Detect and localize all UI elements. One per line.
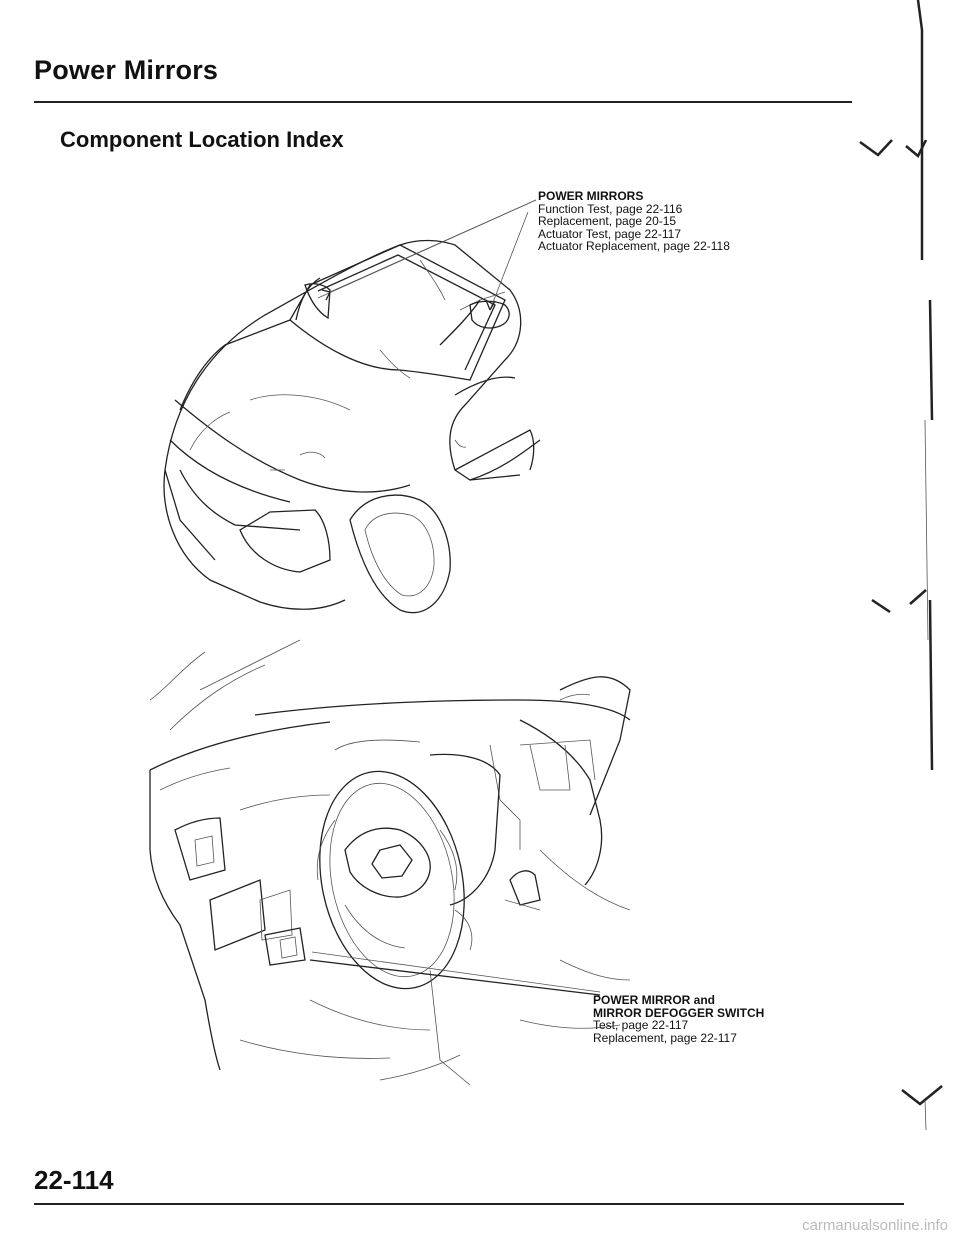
- footer-divider: [34, 1203, 904, 1205]
- callout-mirror-switch-ref: Replacement, page 22-117: [593, 1030, 737, 1045]
- dashboard-interior-illustration: [149, 639, 631, 1086]
- callout-power-mirrors-ref: Function Test, page 22-116: [538, 201, 683, 216]
- title-divider: [34, 101, 852, 103]
- page-title: Power Mirrors: [34, 55, 219, 85]
- callout-mirror-switch-ref: Test, page 22-117: [593, 1018, 689, 1032]
- page-number: 22-114: [34, 1165, 114, 1195]
- callout-power-mirrors-ref: Replacement, page 20-15: [538, 214, 677, 228]
- callout-mirror-switch-heading: POWER MIRROR and: [593, 993, 715, 1007]
- callout-power-mirrors-heading: POWER MIRRORS: [538, 189, 644, 203]
- section-title: Component Location Index: [60, 127, 344, 152]
- car-exterior-illustration: [163, 199, 541, 614]
- binding-marks: [859, 0, 943, 1131]
- callout-power-mirrors-ref: Actuator Test, page 22-117: [538, 226, 681, 241]
- callout-mirror-switch: POWER MIRROR and MIRROR DEFOGGER SWITCH …: [593, 994, 764, 1044]
- callout-power-mirrors-ref: Actuator Replacement, page 22-118: [538, 239, 730, 253]
- watermark: carmanualsonline.info: [802, 1217, 948, 1234]
- callout-power-mirrors: POWER MIRRORS Function Test, page 22-116…: [538, 190, 730, 253]
- callout-mirror-switch-heading: MIRROR DEFOGGER SWITCH: [593, 1005, 765, 1020]
